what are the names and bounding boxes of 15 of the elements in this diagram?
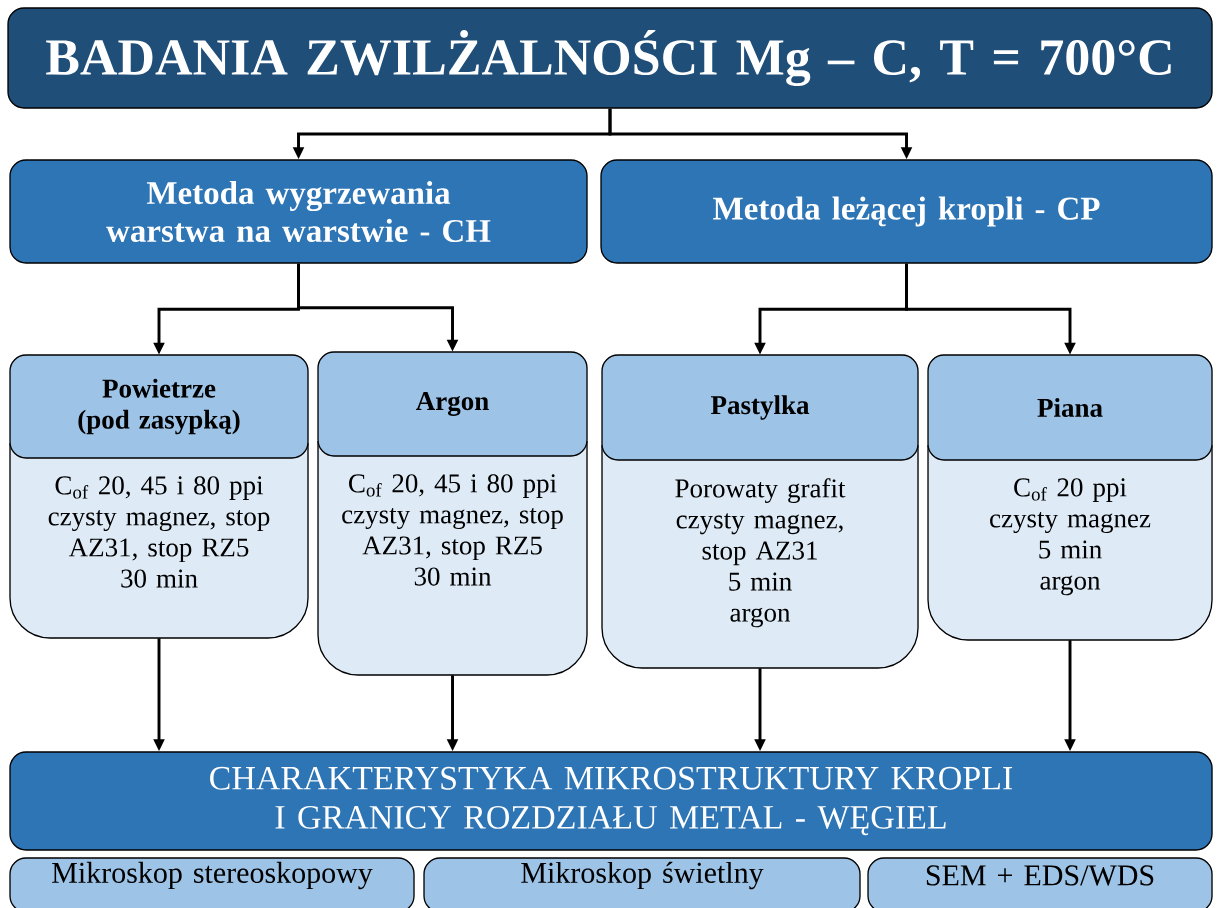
card: Powietrze (pod zasypką) C$_{of}$ 20, 45 i 80 ppi czysty magnez, stop AZ31, stop RZ5 30 min xyxy=(9,354,309,639)
card: Argon C$_{of}$ 20, 45 i 80 ppi czysty magnez, stop AZ31, stop RZ5 30 min xyxy=(317,351,588,676)
node-label: Pastylka xyxy=(710,395,810,420)
card: Pastylka Porowaty grafit czysty magnez, stop AZ31 5 min argon xyxy=(601,354,919,669)
node-label: Piana xyxy=(1037,398,1103,418)
method-box: Metoda wygrzewania warstwa na warstwie - CH xyxy=(9,159,588,264)
card: Piana C$_{of}$ 20 ppi czysty magnez 5 min argon xyxy=(927,354,1213,641)
node-label: Powietrze (pod zasypką) xyxy=(78,378,240,435)
method-box: SEM + EDS/WDS xyxy=(867,857,1213,908)
method-box: Metoda leżącej kropli - CP xyxy=(600,159,1213,264)
method-box: Mikroskop stereoskopowy xyxy=(9,857,415,908)
method-box: Mikroskop świetlny xyxy=(423,857,861,908)
result-box: CHARAKTERYSTYKA MIKROSTRUKTURY KROPLI I GRANICY ROZDZIAŁU METAL - WĘGIEL xyxy=(9,751,1213,851)
title-box: BADANIA ZWILŻALNOŚCI Mg – C, T = 700°C xyxy=(7,7,1213,109)
node-label: Argon xyxy=(416,392,489,416)
